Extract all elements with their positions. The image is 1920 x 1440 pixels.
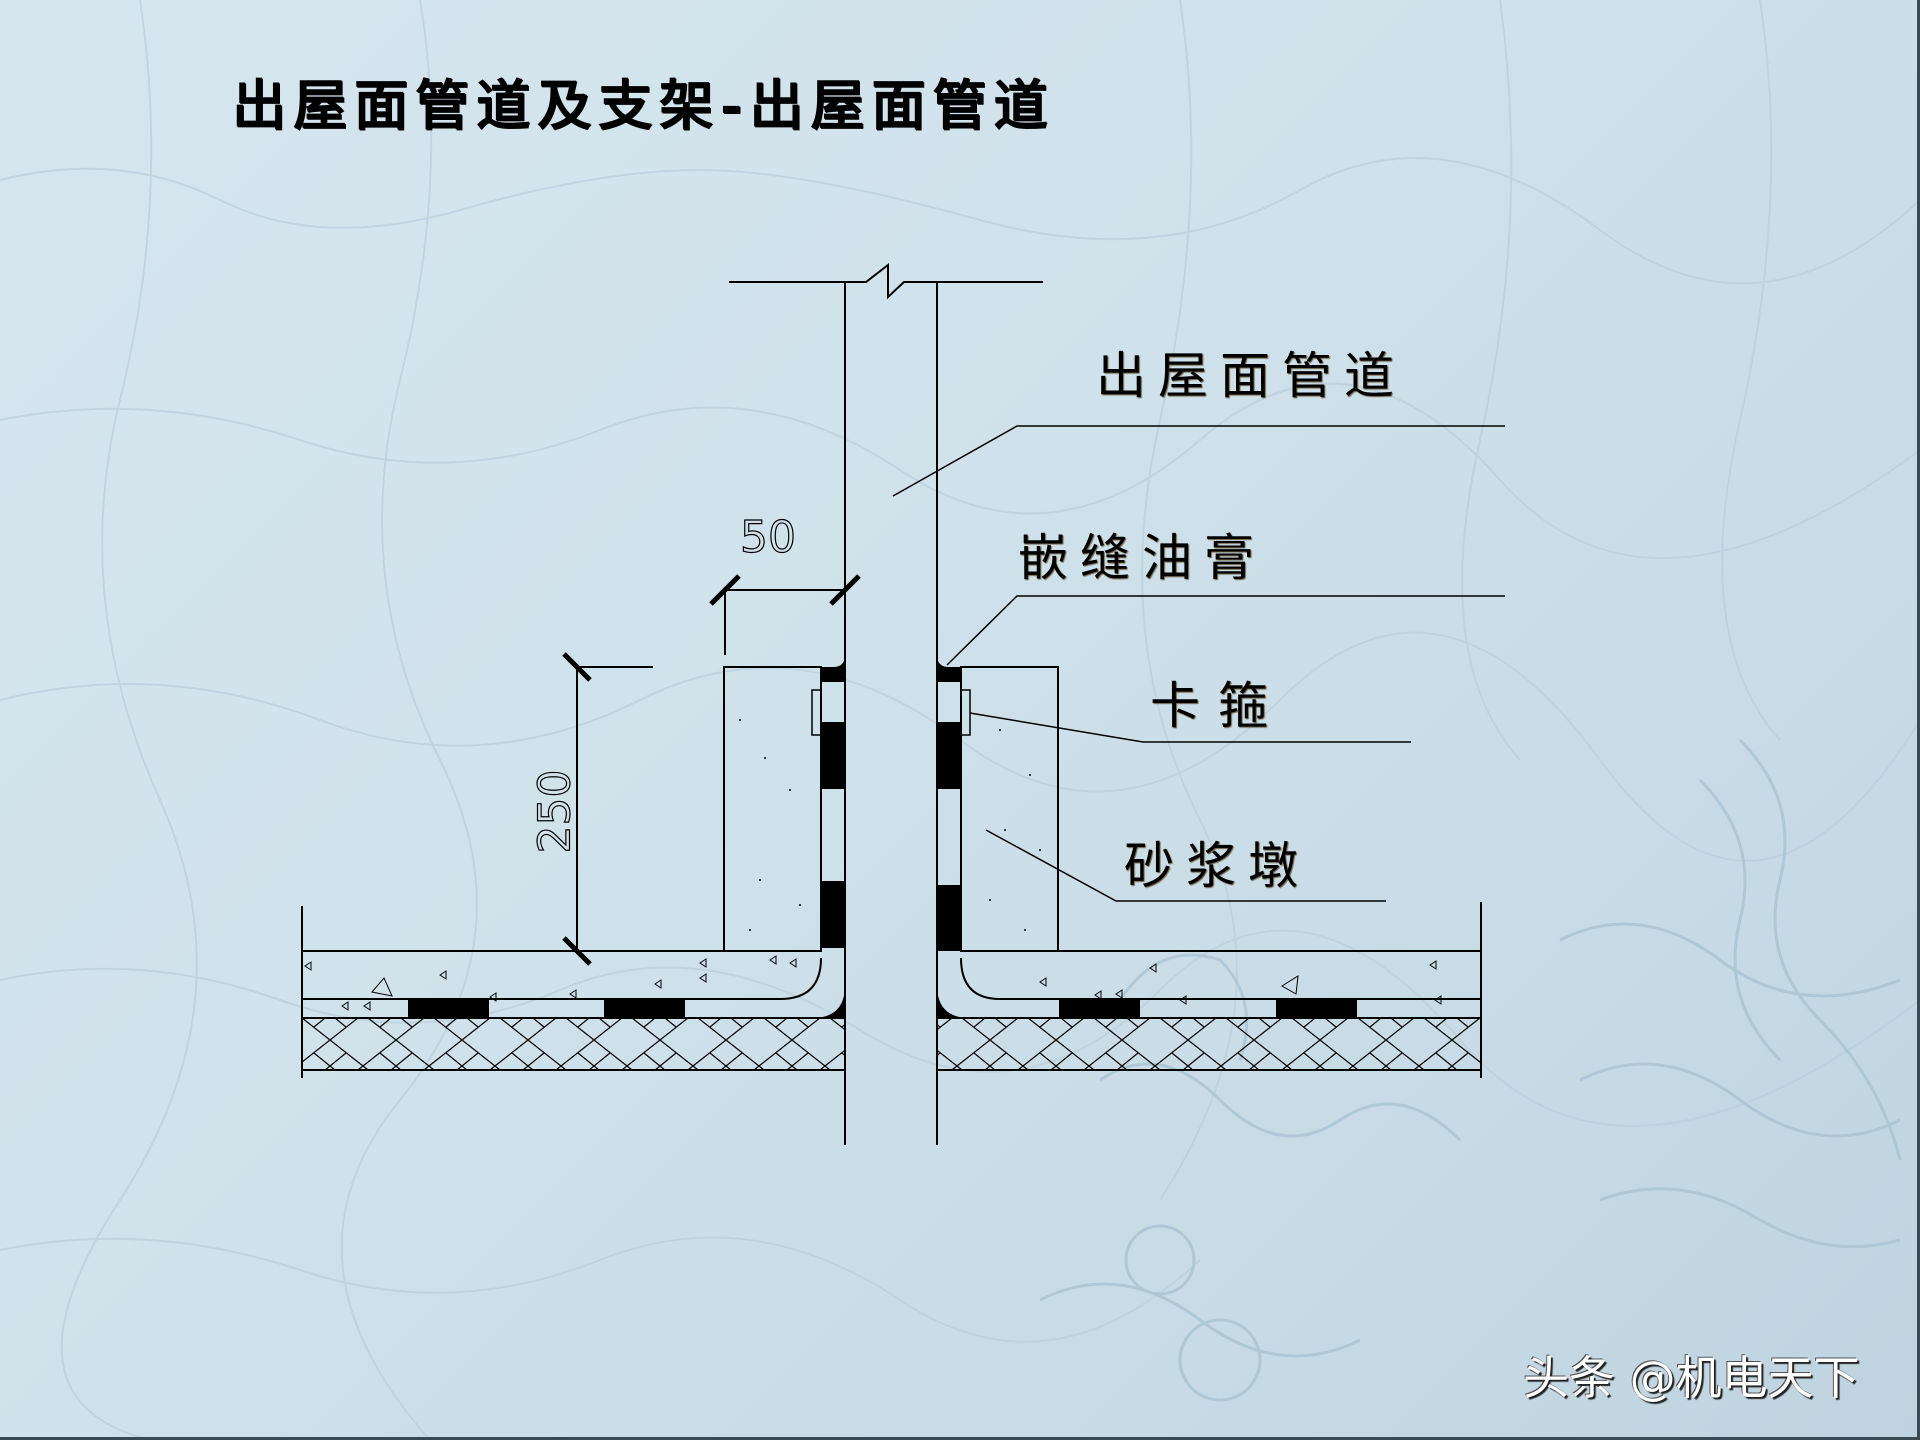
label-pipe: 出屋面管道: [1096, 347, 1406, 405]
label-mortar-pier: 砂浆墩: [1124, 837, 1310, 895]
break-line: [729, 262, 1043, 300]
watermark: 头条 @机电天下: [1523, 1351, 1860, 1405]
dragon-watermark-icon: [1039, 738, 1902, 1402]
mortar-pier-right: [960, 666, 1059, 952]
clamp-left: [811, 689, 822, 736]
leader-pipe: [892, 425, 1505, 497]
leader-mortar: [985, 829, 1386, 902]
page-title: 出屋面管道及支架-出屋面管道: [232, 73, 1055, 137]
label-clamp: 卡箍: [1150, 677, 1286, 735]
leader-clamp: [969, 712, 1411, 743]
dimension-height-label: 250: [529, 769, 581, 854]
label-sealant: 嵌缝油膏: [1018, 529, 1266, 587]
mortar-pier-left: [723, 666, 822, 952]
clamp-right: [960, 689, 971, 736]
leader-sealant: [946, 595, 1505, 666]
dimension-width-label: 50: [739, 511, 796, 563]
